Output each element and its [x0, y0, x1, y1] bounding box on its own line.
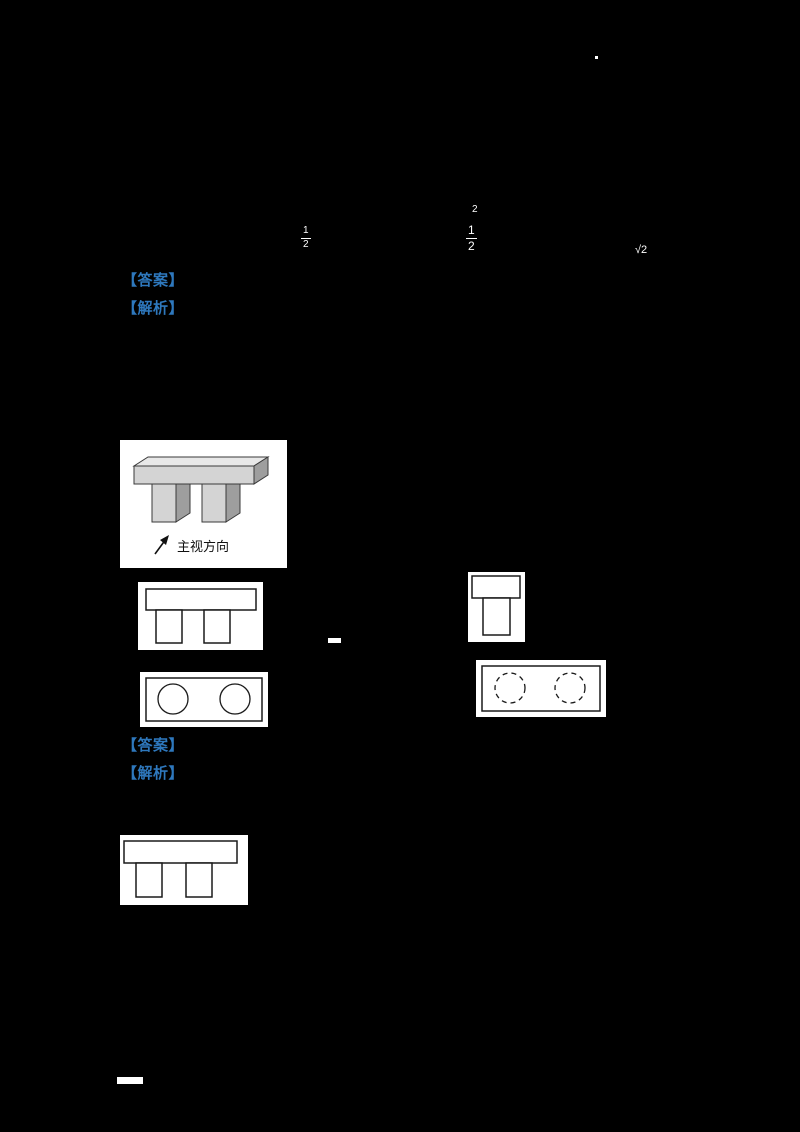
- fraction: 1 2: [301, 225, 311, 250]
- top-view-dashed-drawing: [481, 665, 601, 712]
- top-view-solid-drawing: [145, 677, 263, 722]
- analysis-label: 【解析】: [122, 765, 185, 782]
- text-artifact-bottom: [117, 1077, 143, 1084]
- view-direction-arrow-icon: [154, 535, 169, 555]
- analysis-label: 【解析】: [122, 300, 185, 317]
- isometric-figure: 主视方向: [120, 440, 287, 568]
- math-fragment-a: 1 2: [301, 225, 311, 250]
- top-view-dashed-figure: [476, 660, 606, 717]
- top-view-solid-figure: [140, 672, 268, 727]
- dot-artifact: [595, 56, 598, 59]
- side-view-figure: [468, 572, 525, 642]
- fraction: 1 2: [466, 224, 477, 252]
- fraction-numerator: 1: [466, 223, 477, 239]
- math-fragment-c: √2: [635, 244, 648, 256]
- bench-3d-drawing: [132, 456, 270, 555]
- view-direction-caption: 主视方向: [177, 539, 230, 554]
- side-view-drawing: [471, 575, 521, 636]
- answer-label: 【答案】: [122, 272, 185, 289]
- front-view-answer-drawing: [123, 840, 238, 898]
- answer-label: 【答案】: [122, 737, 185, 754]
- fraction-numerator: 1: [301, 225, 311, 239]
- text-artifact-mid: [328, 638, 341, 643]
- math-fragment-b: 1 2: [466, 224, 477, 253]
- fraction-denominator: 2: [468, 238, 475, 253]
- front-view-figure: [138, 582, 263, 650]
- front-view-drawing: [145, 588, 257, 644]
- math-fragment-b-sup: 2: [472, 204, 478, 215]
- fraction-denominator: 2: [303, 238, 309, 250]
- front-view-answer-figure: [120, 835, 248, 905]
